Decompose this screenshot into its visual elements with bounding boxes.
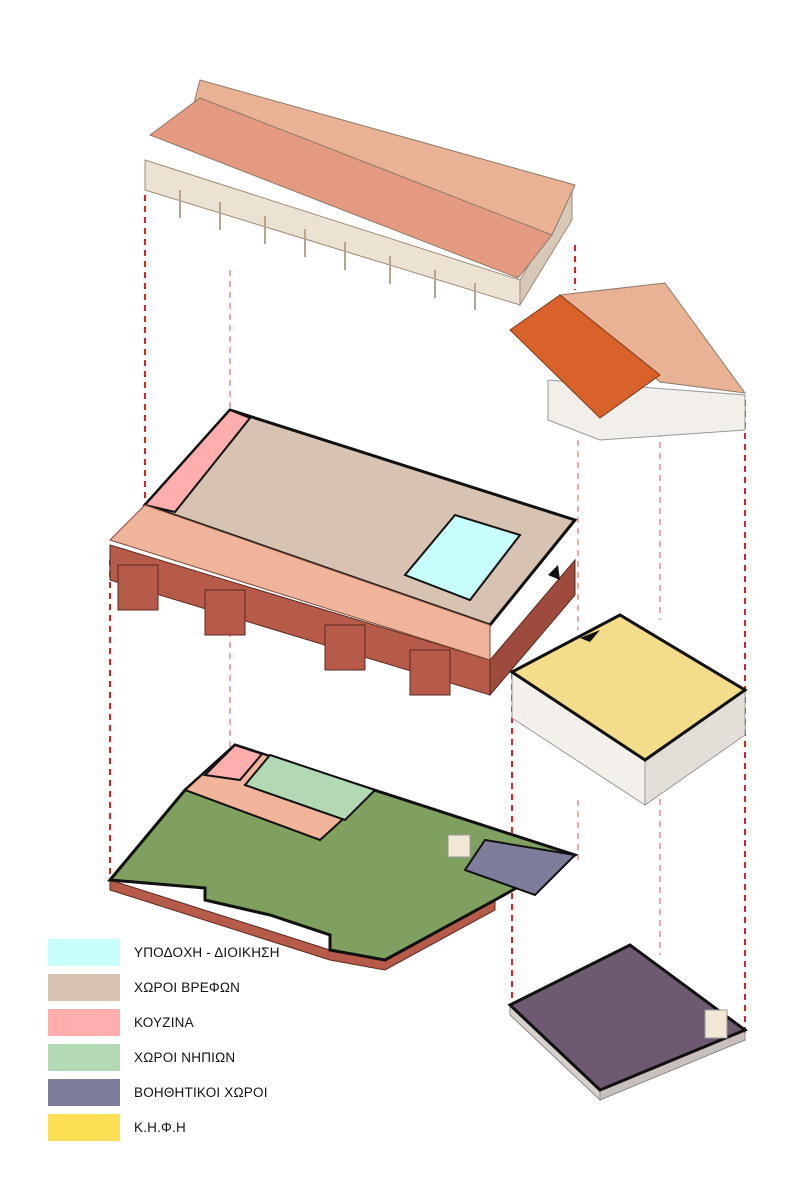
auxiliary-block bbox=[507, 943, 749, 1102]
legend: ΥΠΟΔΟΧΗ - ΔΙΟΙΚΗΣΗ ΧΩΡΟΙ ΒΡΕΦΩΝ ΚΟΥΖΙΝΑ … bbox=[48, 935, 280, 1145]
legend-swatch bbox=[48, 974, 120, 1001]
legend-label: ΧΩΡΟΙ ΝΗΠΙΩΝ bbox=[134, 1050, 236, 1065]
legend-item-infant-spaces: ΧΩΡΟΙ ΒΡΕΦΩΝ bbox=[48, 970, 280, 1005]
kifi-block bbox=[509, 613, 748, 806]
legend-item-kifi: Κ.Η.Φ.Η bbox=[48, 1110, 280, 1145]
legend-label: ΒΟΗΘΗΤΙΚΟΙ ΧΩΡΟΙ bbox=[134, 1085, 268, 1100]
legend-swatch bbox=[48, 1079, 120, 1106]
legend-label: ΧΩΡΟΙ ΒΡΕΦΩΝ bbox=[134, 980, 241, 995]
legend-item-auxiliary-spaces: ΒΟΗΘΗΤΙΚΟΙ ΧΩΡΟΙ bbox=[48, 1075, 280, 1110]
legend-label: Κ.Η.Φ.Η bbox=[134, 1120, 186, 1135]
legend-item-reception-admin: ΥΠΟΔΟΧΗ - ΔΙΟΙΚΗΣΗ bbox=[48, 935, 280, 970]
legend-label: ΚΟΥΖΙΝΑ bbox=[134, 1015, 194, 1030]
ground-floor-plan bbox=[107, 743, 579, 971]
legend-item-toddler-spaces: ΧΩΡΟΙ ΝΗΠΙΩΝ bbox=[48, 1040, 280, 1075]
legend-swatch bbox=[48, 1114, 120, 1141]
legend-swatch bbox=[48, 939, 120, 966]
main-roof bbox=[144, 79, 576, 310]
secondary-roof bbox=[509, 282, 747, 441]
legend-label: ΥΠΟΔΟΧΗ - ΔΙΟΙΚΗΣΗ bbox=[134, 945, 280, 960]
legend-item-kitchen: ΚΟΥΖΙΝΑ bbox=[48, 1005, 280, 1040]
legend-swatch bbox=[48, 1009, 120, 1036]
legend-swatch bbox=[48, 1044, 120, 1071]
first-floor-plan bbox=[109, 408, 578, 697]
